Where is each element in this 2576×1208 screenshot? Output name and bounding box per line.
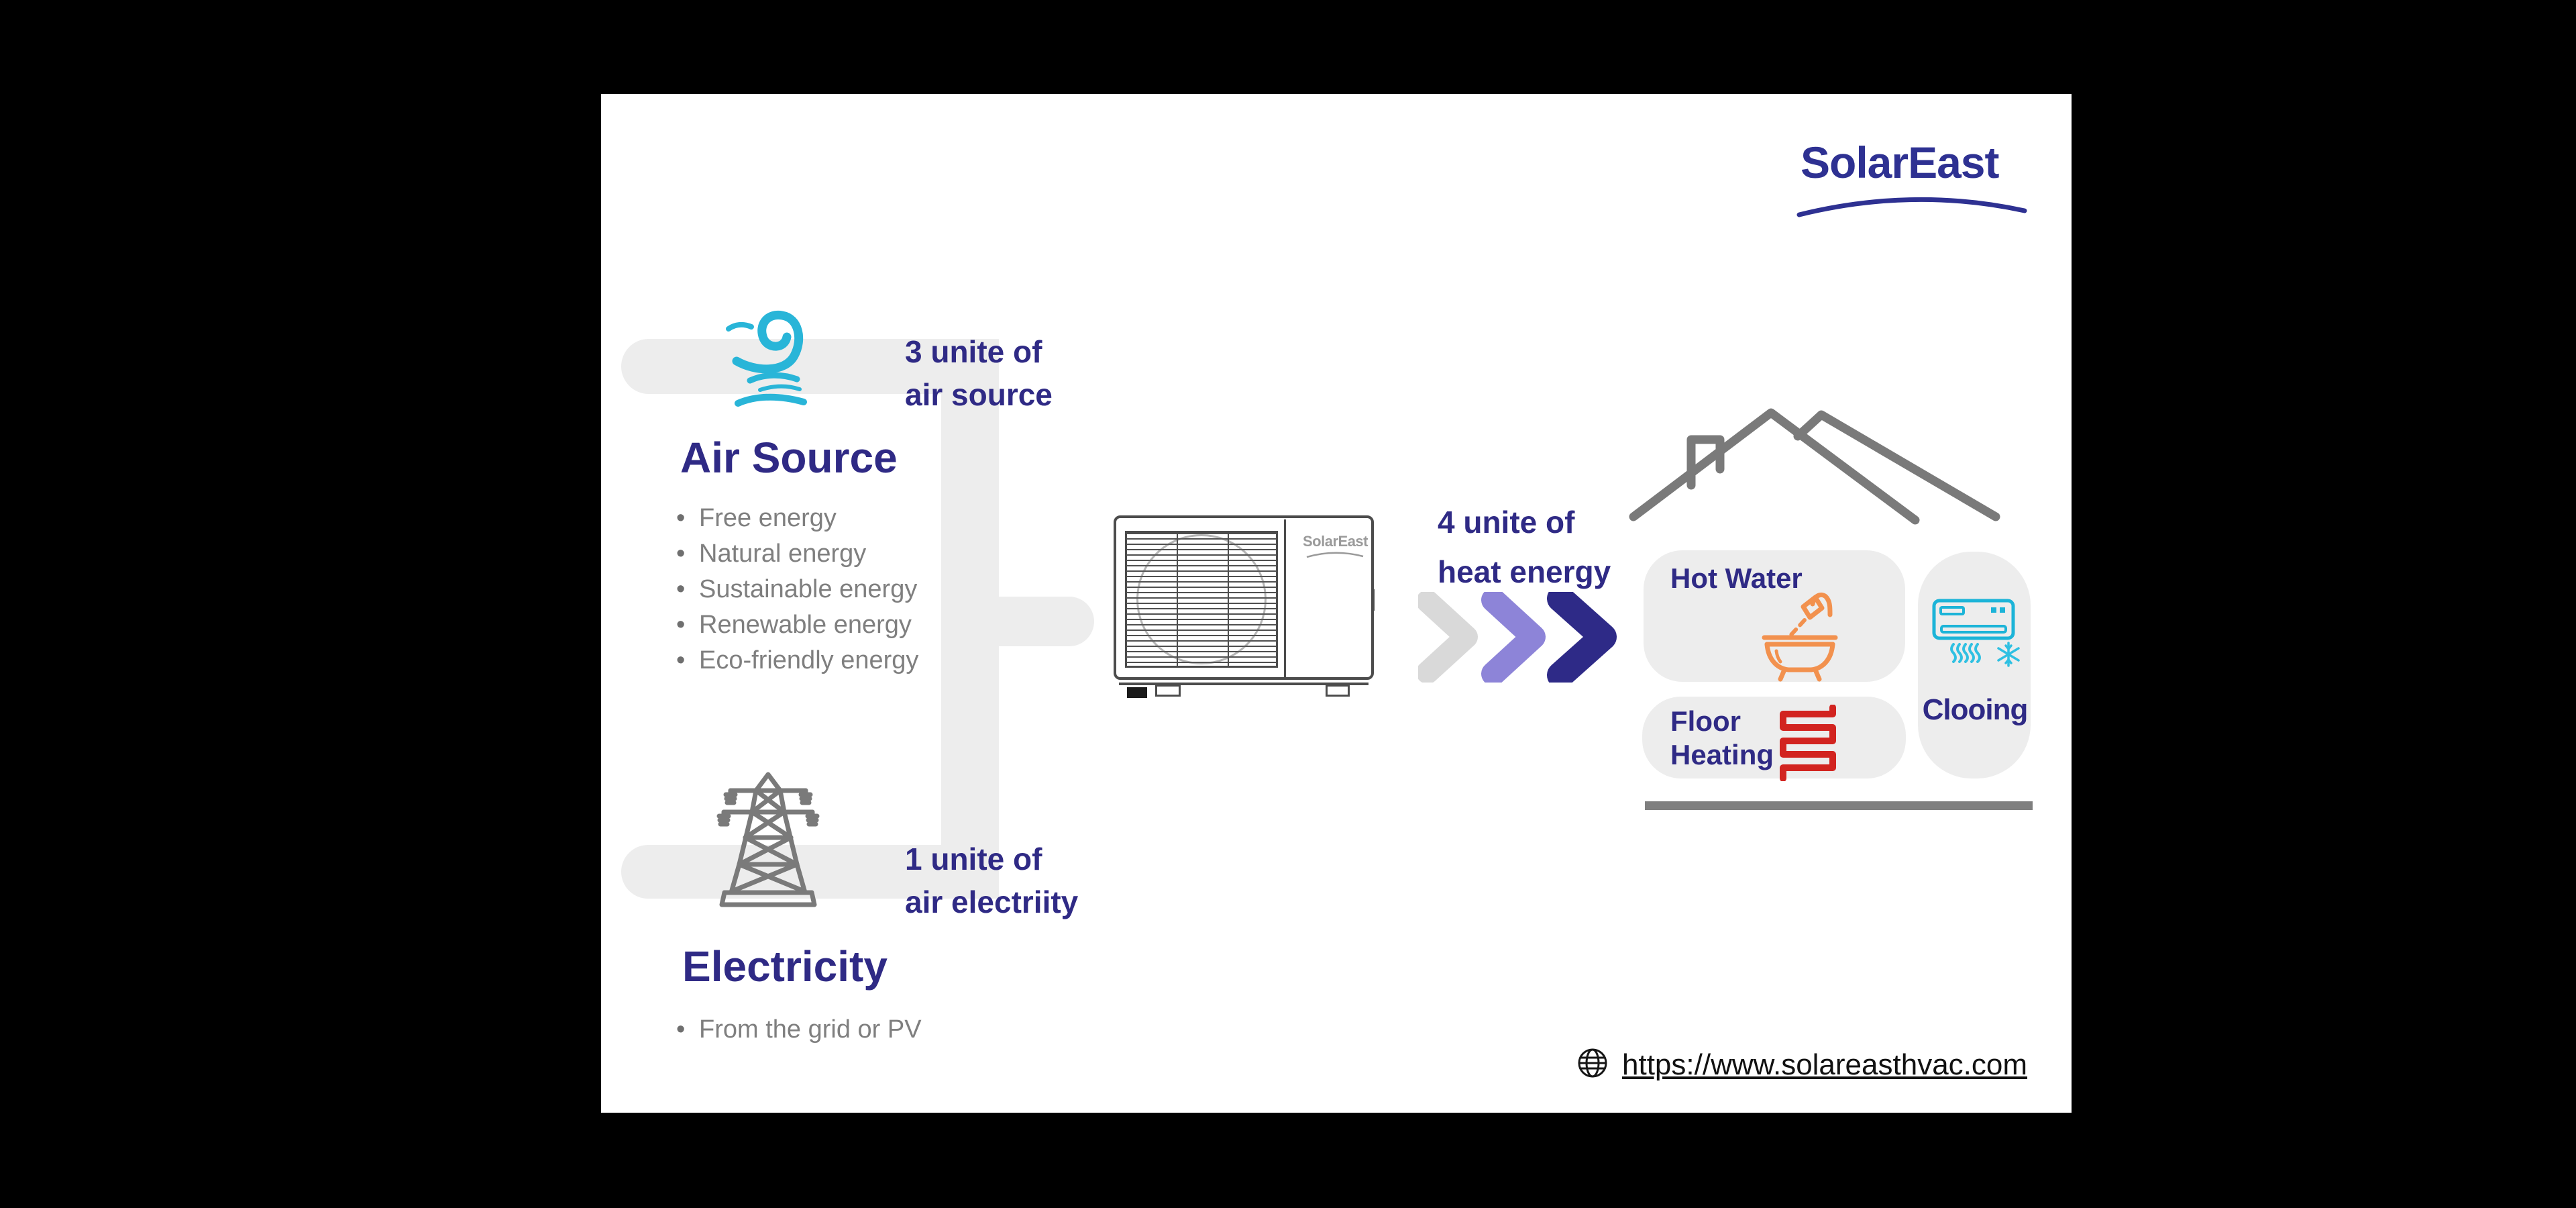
- fan-circle: [1136, 534, 1267, 664]
- heat-pump-foot: [1155, 685, 1181, 697]
- website-link[interactable]: https://www.solareasthvac.com: [1622, 1048, 2028, 1081]
- hot-water-label: Hot Water: [1670, 562, 1803, 594]
- heat-pump-handle: [1372, 589, 1375, 611]
- wind-icon: [726, 310, 807, 407]
- heat-pump-body: SolarEast: [1114, 515, 1375, 680]
- air-source-title: Air Source: [680, 434, 898, 482]
- floor-heating-coil-icon: [1780, 705, 1836, 781]
- air-source-band: [621, 339, 999, 394]
- heat-energy-unit-label: 4 unite of heat energy: [1438, 497, 1611, 597]
- air-source-unit-line1: 3 unite of: [905, 334, 1042, 369]
- snowflake-icon: [1997, 642, 2020, 667]
- heat-pump-unit: SolarEast: [1114, 515, 1375, 703]
- air-conditioner-icon: [1932, 599, 2020, 667]
- electricity-title: Electricity: [682, 942, 888, 991]
- electricity-band: [621, 845, 999, 899]
- list-item: From the grid or PV: [672, 1012, 922, 1048]
- heat-pump-fan-grille: [1125, 531, 1278, 668]
- list-item: Renewable energy: [672, 607, 918, 643]
- heat-pump-panel-divider: [1284, 519, 1286, 678]
- heat-pump-base: [1119, 683, 1368, 685]
- cooling-box: [1918, 552, 2031, 778]
- heat-pump-foot: [1326, 685, 1350, 697]
- electricity-unit-label: 1 unite of air electriity: [905, 838, 1078, 923]
- heat-energy-unit-line2: heat energy: [1438, 554, 1611, 589]
- chevron-arrows-icon: [1418, 592, 1617, 683]
- floor-heating-line2: Heating: [1670, 739, 1774, 770]
- heat-energy-unit-line1: 4 unite of: [1438, 505, 1575, 540]
- chevron-navy: [1547, 592, 1617, 683]
- air-source-unit-label: 3 unite of air source: [905, 330, 1053, 416]
- electricity-unit-line2: air electriity: [905, 885, 1079, 919]
- globe-icon: [1578, 1048, 1607, 1078]
- chevron-purple: [1481, 592, 1546, 683]
- heat-pump-brand-label: SolarEast: [1303, 533, 1368, 550]
- bathtub-shower-icon: [1762, 592, 1838, 682]
- cooling-label: Clooing: [1922, 693, 2029, 726]
- floor-heating-box: [1642, 697, 1906, 778]
- transmission-tower-icon: [716, 772, 820, 907]
- solareast-logo: SolarEast: [1801, 138, 1999, 187]
- connector-stub-band: [941, 597, 1094, 646]
- house-roof-icon: [1629, 408, 2000, 525]
- list-item: Sustainable energy: [672, 572, 918, 607]
- heat-pump-foot: [1127, 687, 1147, 698]
- list-item: Free energy: [672, 501, 918, 536]
- chevron-gray: [1418, 592, 1478, 683]
- house-baseline: [1645, 801, 2033, 810]
- floor-heating-line1: Floor: [1670, 705, 1741, 737]
- floor-heating-label: Floor Heating: [1670, 705, 1774, 772]
- logo-swoosh-icon: [1796, 197, 2027, 217]
- air-source-unit-line2: air source: [905, 377, 1053, 412]
- electricity-bullet-list: From the grid or PV: [672, 1012, 922, 1048]
- list-item: Natural energy: [672, 536, 918, 572]
- electricity-unit-line1: 1 unite of: [905, 842, 1042, 876]
- heat-pump-brand-swoosh: [1306, 552, 1364, 558]
- list-item: Eco-friendly energy: [672, 643, 918, 678]
- air-source-bullet-list: Free energy Natural energy Sustainable e…: [672, 501, 918, 678]
- slide: SolarEast 3 unite of air source Air Sour…: [601, 94, 2072, 1113]
